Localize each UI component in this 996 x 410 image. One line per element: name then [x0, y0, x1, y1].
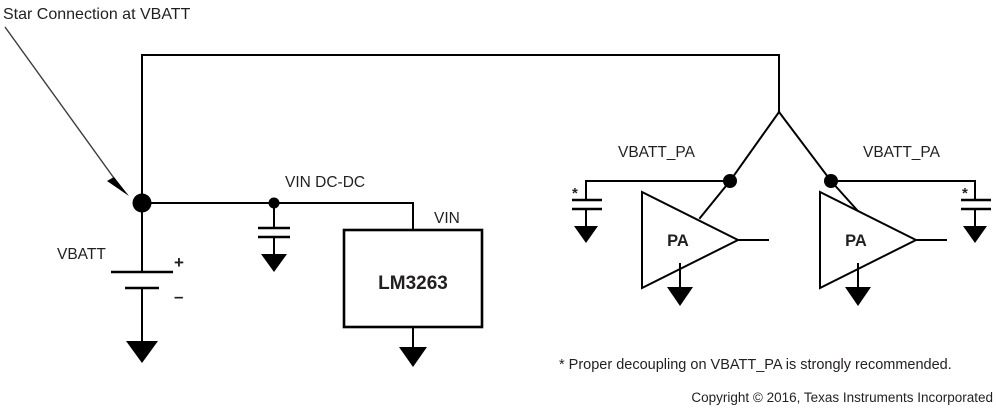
pa-left-branch-wire — [728, 110, 781, 183]
pa-stage-left — [572, 174, 769, 306]
pa-stage-right — [819, 174, 991, 306]
lm3263-box-outline — [342, 228, 484, 329]
asterisk-right: * — [962, 185, 968, 202]
star-connection-annotation — [4, 26, 129, 196]
pa-left-cap-ground-symbol — [574, 226, 598, 243]
pa-left-supply-drop-wire — [698, 179, 732, 220]
vin-cap-ground-symbol — [261, 254, 287, 272]
annotation-arrowhead — [107, 177, 129, 196]
pa-left-ground-symbol — [667, 287, 693, 306]
pa-right-ground-symbol — [845, 287, 871, 306]
pa-star-split — [728, 110, 833, 183]
pa-right-triangle — [819, 190, 919, 290]
star-node-group — [132, 193, 346, 213]
vbatt-ground-symbol — [126, 341, 158, 363]
footnote-text: * Proper decoupling on VBATT_PA is stron… — [559, 357, 952, 373]
vbatt-top-rail-wire — [141, 54, 780, 113]
vin-dcdc-capacitor — [258, 197, 290, 272]
lm3263-block — [342, 202, 484, 367]
vbatt-battery-symbol — [111, 202, 173, 363]
pa-right-supply-drop-wire — [829, 179, 859, 212]
asterisk-left: * — [572, 185, 578, 202]
label-vin-dcdc: VIN DC-DC — [285, 174, 365, 191]
lm3263-ground-symbol — [399, 347, 427, 367]
label-vbatt-pa-left: VBATT_PA — [618, 144, 696, 161]
label-vbatt: VBATT — [57, 246, 106, 263]
label-pa-right: PA — [845, 232, 867, 250]
battery-minus-sign: – — [174, 287, 183, 306]
label-lm3263: LM3263 — [378, 273, 448, 294]
top-supply-rail — [141, 54, 780, 204]
annotation-leader-line — [4, 26, 125, 193]
vin-pin-wire — [344, 202, 414, 231]
battery-plus-sign: + — [174, 253, 184, 272]
pa-right-cap-ground-symbol — [963, 226, 987, 243]
diagram-title: Star Connection at VBATT — [3, 6, 191, 23]
copyright-text: Copyright © 2016, Texas Instruments Inco… — [691, 390, 993, 405]
label-vin: VIN — [434, 210, 460, 227]
pa-right-branch-wire — [777, 110, 833, 183]
label-pa-left: PA — [667, 232, 689, 250]
label-vbatt-pa-right: VBATT_PA — [863, 144, 941, 161]
pa-left-triangle — [641, 190, 741, 290]
